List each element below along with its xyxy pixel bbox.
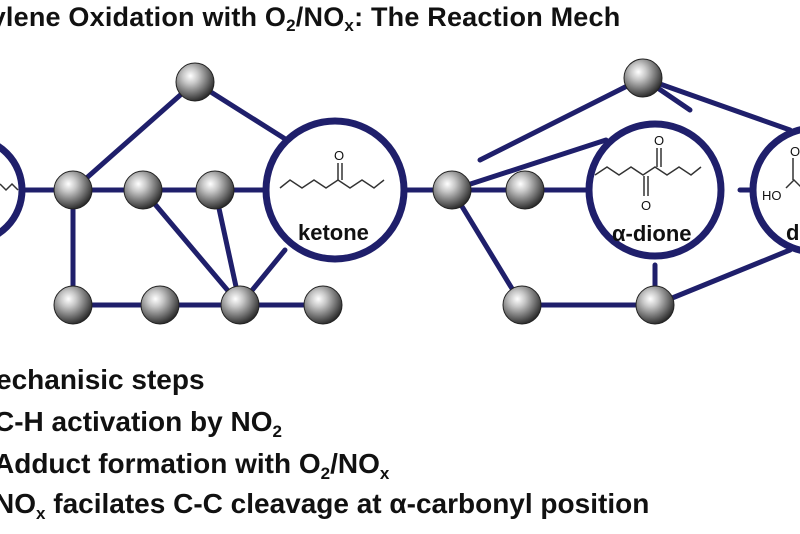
acid-ho-label: HO <box>762 188 782 203</box>
edge <box>140 187 243 308</box>
sphere-node <box>623 58 663 98</box>
sphere-node <box>140 285 180 325</box>
sphere-node <box>505 170 545 210</box>
acid-oxygen-label: O <box>790 144 800 159</box>
sphere-node <box>635 285 675 325</box>
edge <box>449 187 525 308</box>
edge <box>640 75 793 133</box>
node-ketone: O ketone <box>262 117 408 263</box>
steps-heading: echanisic steps <box>0 364 205 395</box>
dione-oxygen-bottom: O <box>641 198 651 213</box>
edge <box>652 247 793 308</box>
sphere-node <box>502 285 542 325</box>
ketone-oxygen-label: O <box>334 148 344 163</box>
dione-oxygen-top: O <box>654 133 664 148</box>
ketone-label: ketone <box>298 220 369 245</box>
step-adduct-formation: Adduct formation with O2/NOx <box>0 448 390 483</box>
edge <box>477 75 646 163</box>
edge <box>70 79 198 193</box>
reaction-network: O ketone O O α-dione HO O d <box>0 58 800 325</box>
step-cc-cleavage: NOx facilates C-C cleavage at α-carbonyl… <box>0 488 650 523</box>
sphere-node <box>220 285 260 325</box>
node-dione: O O α-dione <box>585 120 725 260</box>
sphere-node <box>53 170 93 210</box>
acid-label: d <box>786 220 799 245</box>
dione-label: α-dione <box>612 221 692 246</box>
node-acid-partial: HO O d <box>749 126 800 254</box>
sphere-node <box>432 170 472 210</box>
sphere-node <box>53 285 93 325</box>
edge <box>212 187 243 308</box>
sphere-node <box>195 170 235 210</box>
sphere-nodes <box>53 58 675 325</box>
step-ch-activation: C-H activation by NO2 <box>0 406 282 441</box>
diagram-title: hylene Oxidation with O2/NOx: The Reacti… <box>0 2 621 35</box>
edge <box>449 137 609 193</box>
sphere-node <box>175 62 215 102</box>
sphere-node <box>303 285 343 325</box>
sphere-node <box>123 170 163 210</box>
node-left-partial <box>0 143 26 237</box>
